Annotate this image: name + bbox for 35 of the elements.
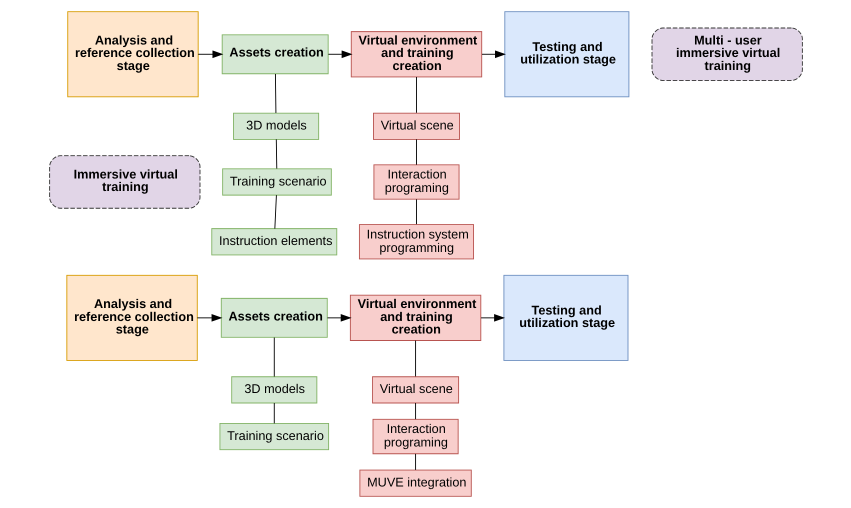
node-box: Instruction system programming [358, 224, 474, 260]
connector [414, 453, 416, 470]
node-box: 3D models [230, 376, 317, 404]
node-box: Training scenario [222, 168, 332, 196]
node-box: Virtual scene [372, 376, 459, 404]
node-box: Multi - user immersive virtual training [651, 28, 802, 81]
connector [274, 194, 276, 230]
arrow [480, 314, 504, 322]
node-box: Virtual environment and training creation [350, 31, 482, 78]
connector [414, 402, 416, 420]
node-box: Virtual environment and training creation [349, 294, 481, 341]
node-box: 3D models [232, 112, 319, 140]
node-box: Instruction elements [210, 228, 337, 256]
arrow [196, 314, 222, 322]
connector [274, 74, 276, 114]
node-box: Assets creation [220, 298, 328, 338]
node-box: Immersive virtual training [48, 155, 200, 209]
node-box: Virtual scene [372, 112, 460, 140]
arrow [197, 50, 223, 58]
node-box: MUVE integration [358, 470, 472, 497]
node-box: Testing and utilization stage [502, 274, 628, 361]
node-box: Analysis and reference collection stage [66, 274, 198, 361]
connector [275, 138, 277, 169]
node-box: Interaction programing [372, 418, 458, 454]
node-box: Analysis and reference collection stage [66, 11, 198, 98]
node-box: Testing and utilization stage [504, 11, 629, 98]
connector [414, 340, 416, 377]
arrow [481, 50, 506, 58]
connector [273, 402, 274, 424]
node-box: Training scenario [218, 422, 329, 450]
node-box: Assets creation [221, 34, 328, 74]
connector [273, 337, 274, 377]
arrow [326, 314, 352, 322]
arrow [327, 50, 352, 58]
node-box: Interaction programing [372, 164, 460, 200]
